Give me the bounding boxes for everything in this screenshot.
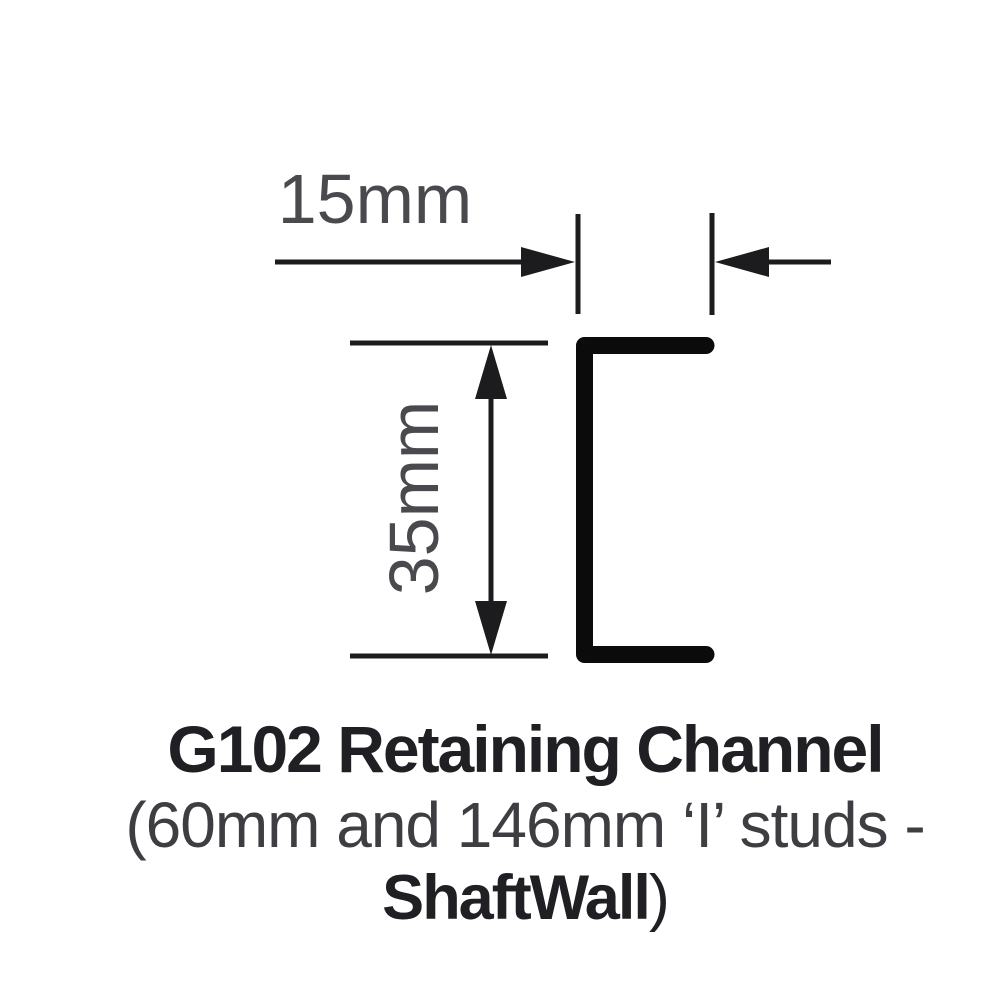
caption-subtitle: (60mm and 146mm ‘I’ studs -	[125, 789, 925, 861]
caption-close-paren: )	[648, 863, 670, 933]
width-dim-arrowhead-right-icon	[521, 247, 575, 277]
width-dim-arrowhead-left-icon	[715, 247, 769, 277]
caption-title: G102 Retaining Channel	[167, 712, 884, 786]
caption-subtitle-continued: ShaftWall)	[45, 862, 1000, 934]
height-dimension-label: 35mm	[375, 400, 453, 596]
caption-brand-name: ShaftWall	[382, 863, 651, 933]
figure-caption: G102 Retaining Channel (60mm and 146mm ‘…	[45, 710, 1000, 934]
height-dim-arrowhead-down-icon	[475, 601, 507, 655]
height-dim-arrowhead-up-icon	[475, 345, 507, 399]
channel-profile-shape	[576, 337, 715, 663]
width-dimension-label: 15mm	[277, 160, 473, 238]
